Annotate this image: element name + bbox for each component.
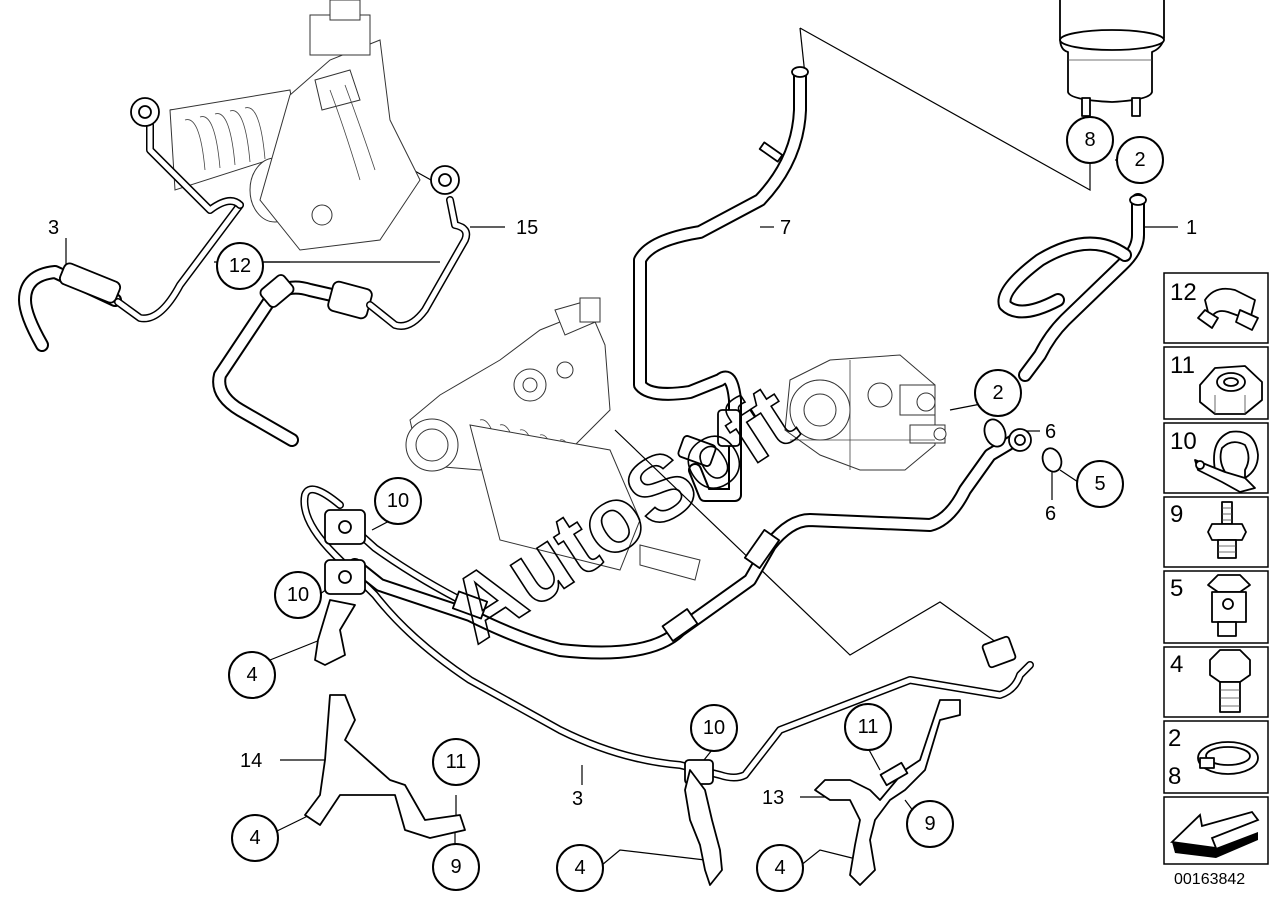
callout-2-top[interactable]: 2 — [1116, 136, 1164, 184]
svg-text:4: 4 — [1170, 651, 1183, 678]
plain-labels: 1 3 3 6 6 7 13 14 15 — [48, 217, 1197, 810]
steering-rack-top — [169, 0, 421, 251]
label-14[interactable]: 14 — [240, 750, 262, 772]
pressure-line — [300, 418, 1063, 785]
legend-row-arrow[interactable] — [1163, 796, 1269, 865]
svg-text:12: 12 — [1170, 279, 1197, 306]
callout-10-b[interactable]: 10 — [274, 571, 322, 619]
label-3-bottom[interactable]: 3 — [572, 788, 583, 810]
svg-text:11: 11 — [858, 716, 879, 738]
label-7[interactable]: 7 — [780, 217, 791, 239]
callout-4-b[interactable]: 4 — [231, 814, 279, 862]
callout-9-a[interactable]: 9 — [432, 843, 480, 891]
legend-row-11[interactable]: 11 — [1163, 346, 1269, 420]
svg-text:9: 9 — [1170, 501, 1183, 528]
callout-8[interactable]: 8 — [1066, 116, 1114, 164]
callout-2-mid[interactable]: 2 — [974, 369, 1022, 417]
svg-text:10: 10 — [703, 717, 725, 739]
callout-12[interactable]: 12 — [216, 242, 264, 290]
hex-bolt-icon — [1209, 649, 1251, 713]
svg-text:9: 9 — [924, 813, 935, 835]
svg-text:10: 10 — [1170, 428, 1197, 455]
hose-7 — [633, 66, 809, 502]
svg-text:10: 10 — [287, 584, 309, 606]
arrow-left-icon — [1170, 810, 1260, 858]
svg-text:4: 4 — [574, 857, 585, 879]
callout-9-b[interactable]: 9 — [906, 800, 954, 848]
clamp-bracket-icon — [1194, 430, 1259, 493]
hex-nut-icon — [1199, 365, 1263, 415]
callout-4-d[interactable]: 4 — [756, 844, 804, 892]
svg-text:5: 5 — [1170, 575, 1183, 602]
legend-row-2-8[interactable]: 2 8 — [1163, 720, 1269, 794]
svg-text:8: 8 — [1168, 763, 1181, 790]
leader-pump-line — [614, 429, 1001, 656]
banjo-bolt-icon — [1207, 574, 1251, 637]
label-13[interactable]: 13 — [762, 787, 784, 809]
label-6-b[interactable]: 6 — [1045, 503, 1056, 525]
svg-text:8: 8 — [1084, 129, 1095, 151]
legend-row-4[interactable]: 4 — [1163, 646, 1269, 718]
label-6-a[interactable]: 6 — [1045, 421, 1056, 443]
label-3-left[interactable]: 3 — [48, 217, 59, 239]
reservoir — [1059, 0, 1165, 117]
callout-11-a[interactable]: 11 — [432, 738, 480, 786]
svg-text:4: 4 — [774, 857, 785, 879]
hose-clip-icon — [1197, 287, 1259, 331]
callout-5[interactable]: 5 — [1076, 460, 1124, 508]
svg-text:11: 11 — [1170, 352, 1195, 379]
svg-text:11: 11 — [446, 751, 467, 773]
hose-1 — [997, 193, 1147, 382]
steering-pump — [784, 354, 947, 471]
legend-row-5[interactable]: 5 — [1163, 570, 1269, 644]
legend-panel: 12 11 10 — [1163, 272, 1269, 865]
svg-text:4: 4 — [249, 827, 260, 849]
svg-text:10: 10 — [387, 490, 409, 512]
hose-12-15 — [212, 165, 471, 447]
legend-row-10[interactable]: 10 — [1163, 422, 1269, 494]
svg-text:2: 2 — [1168, 725, 1181, 752]
svg-text:9: 9 — [450, 856, 461, 878]
svg-text:5: 5 — [1094, 473, 1105, 495]
callout-4-c[interactable]: 4 — [556, 844, 604, 892]
stud-bolt-icon — [1207, 501, 1247, 559]
svg-text:4: 4 — [246, 664, 257, 686]
document-number: 00163842 — [1174, 871, 1245, 888]
hose-3-left — [18, 97, 244, 352]
callout-11-b[interactable]: 11 — [844, 703, 892, 751]
label-15[interactable]: 15 — [516, 217, 538, 239]
steering-rack-center — [405, 297, 701, 581]
svg-text:2: 2 — [992, 382, 1003, 404]
callout-10-c[interactable]: 10 — [690, 704, 738, 752]
brackets — [304, 599, 961, 886]
legend-row-9[interactable]: 9 — [1163, 496, 1269, 568]
hose-clamp-icon — [1197, 741, 1259, 775]
svg-text:12: 12 — [229, 255, 251, 277]
callout-10-a[interactable]: 10 — [374, 477, 422, 525]
leader-8-reservoir — [799, 27, 1091, 192]
svg-text:2: 2 — [1134, 149, 1145, 171]
callout-4-a[interactable]: 4 — [228, 651, 276, 699]
label-1[interactable]: 1 — [1186, 217, 1197, 239]
callouts: 8 2 2 5 12 10 10 10 4 4 4 4 11 11 9 9 — [216, 116, 1164, 892]
legend-row-12[interactable]: 12 — [1163, 272, 1269, 344]
